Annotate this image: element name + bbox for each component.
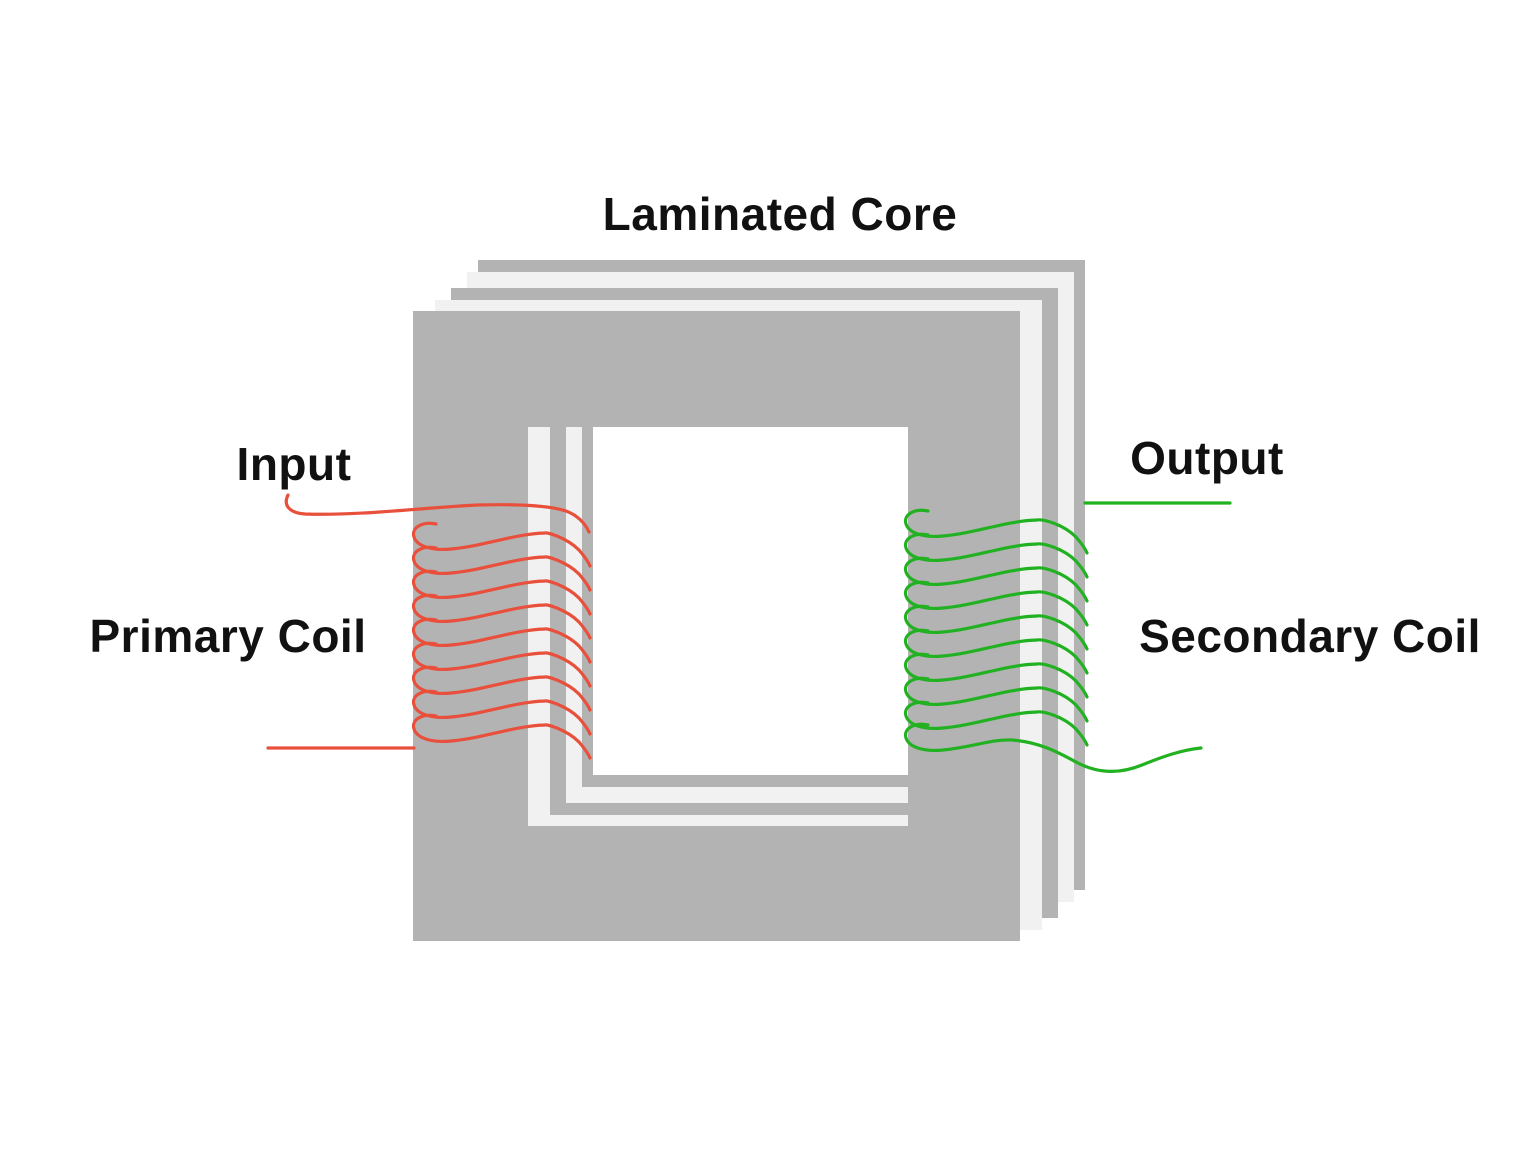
primary-coil-winding bbox=[266, 493, 592, 760]
secondary-turn bbox=[903, 508, 1089, 555]
input-label: Input bbox=[237, 438, 352, 490]
secondary-coil-winding bbox=[903, 501, 1232, 774]
primary-coil-label: Primary Coil bbox=[90, 610, 367, 662]
secondary-turn bbox=[903, 652, 1089, 699]
primary-turn bbox=[411, 617, 592, 664]
secondary-turn bbox=[903, 628, 1089, 675]
primary-input-lead bbox=[284, 493, 591, 534]
primary-turn bbox=[411, 665, 592, 712]
primary-turn bbox=[411, 569, 592, 616]
primary-turn bbox=[411, 641, 592, 688]
secondary-turn bbox=[903, 676, 1089, 723]
secondary-coil-label: Secondary Coil bbox=[1139, 610, 1481, 662]
core-lamination-front bbox=[413, 311, 1020, 941]
primary-turn bbox=[411, 689, 592, 736]
secondary-turn bbox=[903, 556, 1089, 603]
secondary-turn bbox=[903, 532, 1089, 579]
primary-turn bbox=[411, 545, 592, 592]
laminated-core-label: Laminated Core bbox=[603, 188, 958, 240]
primary-turn bbox=[411, 713, 592, 760]
output-label: Output bbox=[1130, 432, 1284, 484]
laminated-core-stack bbox=[413, 260, 1085, 941]
secondary-turn bbox=[903, 604, 1089, 651]
primary-turn bbox=[411, 593, 592, 640]
secondary-turn bbox=[903, 580, 1089, 627]
secondary-turn bbox=[903, 700, 1089, 747]
primary-turn bbox=[411, 521, 592, 568]
secondary-tail-lead bbox=[903, 722, 1203, 774]
